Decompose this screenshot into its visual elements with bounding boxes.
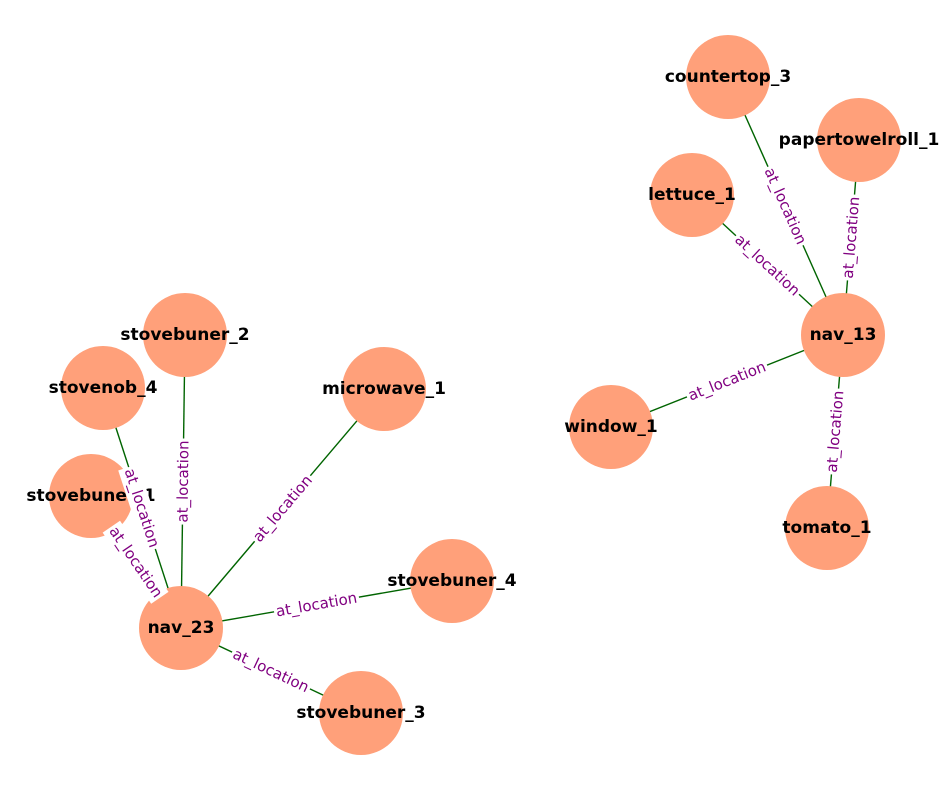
node-label: tomato_1 — [782, 518, 871, 538]
edge-label-background — [757, 162, 813, 250]
edge-label-group: at_location — [821, 387, 850, 476]
edge-label-background — [683, 355, 772, 408]
node-label: papertowelroll_1 — [779, 130, 940, 150]
node-circle — [817, 98, 901, 182]
node-microwave_1: microwave_1 — [322, 347, 446, 431]
edge-label-group: at_location — [172, 438, 195, 525]
edge-label-group: at_location — [272, 587, 361, 623]
node-label: stovebuner_2 — [120, 325, 249, 345]
edge-label-background — [728, 228, 806, 303]
node-stovebuner_1: stovebuner_1 — [26, 454, 156, 538]
node-label: countertop_3 — [665, 67, 791, 87]
edge-label-group: at_location — [757, 162, 813, 250]
node-label: nav_13 — [810, 325, 877, 345]
node-nav_23: nav_23 — [139, 586, 223, 670]
node-circle — [49, 454, 133, 538]
node-circle — [785, 486, 869, 570]
node-circle — [319, 671, 403, 755]
node-stovenob_4: stovenob_4 — [49, 346, 158, 430]
edge-label-background — [227, 643, 315, 699]
node-stovebuner_4: stovebuner_4 — [387, 539, 517, 623]
node-nav_13: nav_13 — [801, 293, 885, 377]
edge-label-group: at_location — [227, 643, 315, 699]
node-circle — [410, 539, 494, 623]
node-stovebuner_2: stovebuner_2 — [120, 293, 250, 377]
node-label: stovenob_4 — [49, 378, 158, 398]
edge-label-group: at_location — [683, 355, 772, 408]
node-circle — [686, 35, 770, 119]
node-lettuce_1: lettuce_1 — [648, 153, 736, 237]
node-label: microwave_1 — [322, 379, 446, 399]
edge-label-background — [821, 387, 850, 476]
node-label: window_1 — [564, 417, 658, 437]
edge-label: at_location — [173, 440, 193, 522]
node-circle — [61, 346, 145, 430]
edge-label: at_location — [686, 358, 769, 406]
node-stovebuner_3: stovebuner_3 — [296, 671, 426, 755]
edge-label: at_location — [760, 165, 811, 248]
node-circle — [139, 586, 223, 670]
node-papertowelroll_1: papertowelroll_1 — [779, 98, 940, 182]
edge-label-background — [118, 463, 165, 553]
nodes-layer: countertop_3 papertowelroll_1 lettuce_1nav… — [26, 35, 939, 755]
node-circle — [801, 293, 885, 377]
edge-label-background — [837, 193, 866, 282]
edge-label-background — [247, 469, 319, 549]
edge-label: at_location — [275, 589, 359, 622]
node-circle — [342, 347, 426, 431]
node-countertop_3: countertop_3 — [665, 35, 791, 119]
node-label: lettuce_1 — [648, 185, 736, 205]
node-circle — [143, 293, 227, 377]
edge-label: at_location — [249, 471, 317, 546]
edge-label-group: at_location — [247, 469, 319, 549]
node-label: stovebuner_1 — [26, 486, 155, 506]
node-label: stovebuner_4 — [387, 571, 516, 591]
node-circle — [650, 153, 734, 237]
node-tomato_1: tomato_1 — [782, 486, 872, 570]
edge-label-background — [172, 438, 195, 525]
node-window_1: window_1 — [564, 385, 658, 469]
node-label: nav_23 — [148, 618, 215, 638]
edge-label-background — [272, 587, 361, 623]
node-circle — [569, 385, 653, 469]
edge-label-background — [102, 520, 169, 604]
edge-label-group: at_location — [837, 193, 866, 282]
node-label: stovebuner_3 — [296, 703, 425, 723]
edge-label: at_location — [230, 645, 312, 697]
